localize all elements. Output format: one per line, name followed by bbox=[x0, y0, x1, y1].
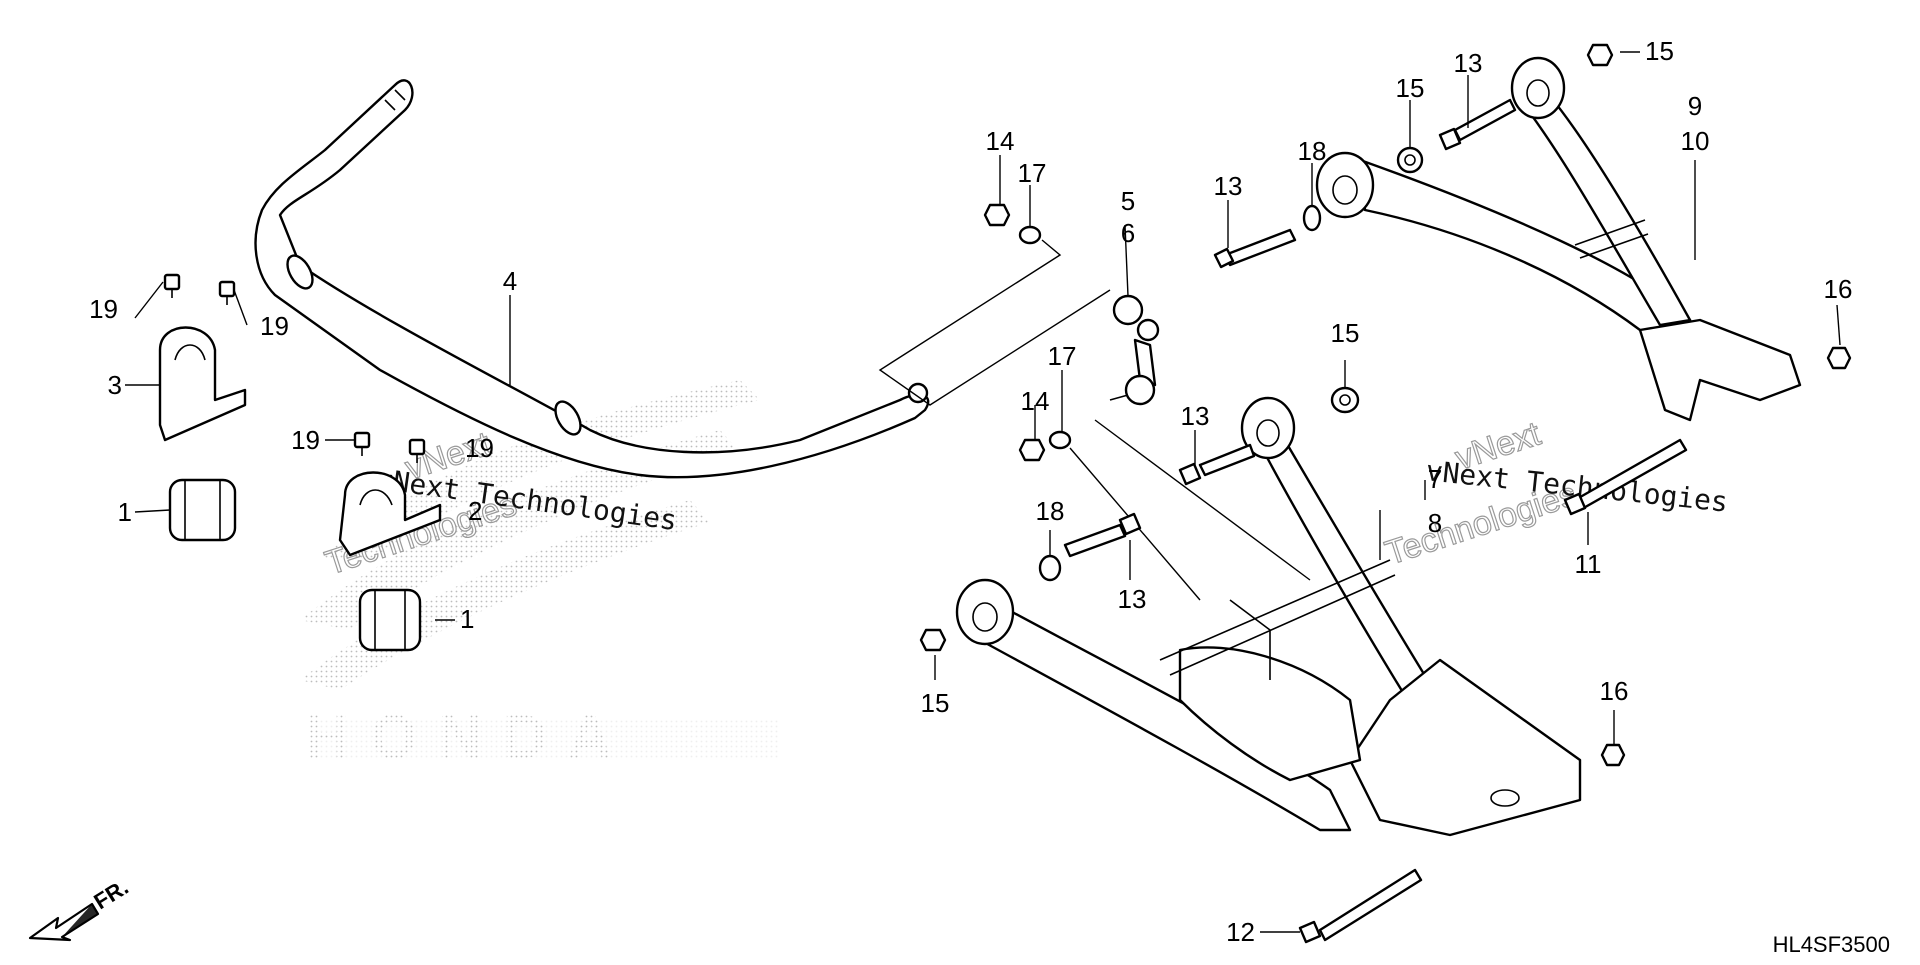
callout-15-a: 15 bbox=[1396, 73, 1425, 103]
bracket-part-2 bbox=[338, 471, 442, 557]
upper-arm-part-9-10 bbox=[1315, 56, 1802, 422]
bolt-part-13-upper-2 bbox=[1438, 98, 1517, 151]
callout-15-b: 15 bbox=[1645, 36, 1674, 66]
callout-19-b: 19 bbox=[260, 311, 289, 341]
bolt-part-19-a bbox=[163, 273, 181, 298]
callout-13-b: 13 bbox=[1454, 48, 1483, 78]
bracket-part-3 bbox=[158, 326, 247, 442]
bolt-part-13-upper-1 bbox=[1213, 228, 1297, 269]
bolt-part-13-lower-2 bbox=[1063, 512, 1142, 558]
callout-4: 4 bbox=[503, 266, 517, 296]
callout-18-b: 18 bbox=[1036, 496, 1065, 526]
honda-watermark-text: HONDA bbox=[305, 703, 632, 772]
assembly-leader-lower-2 bbox=[1094, 419, 1311, 581]
stabilizer-link-part-5-6 bbox=[1109, 294, 1160, 406]
callout-1-b: 1 bbox=[460, 604, 474, 634]
callout-8: 8 bbox=[1428, 508, 1442, 538]
callout-3: 3 bbox=[108, 370, 122, 400]
callout-19-d: 19 bbox=[465, 433, 494, 463]
nut-part-15-upper-2 bbox=[1586, 43, 1614, 67]
stabilizer-bar bbox=[254, 79, 930, 479]
callout-17-b: 17 bbox=[1048, 341, 1077, 371]
nut-part-15-lower-1 bbox=[1330, 386, 1360, 414]
callout-13-c: 13 bbox=[1181, 401, 1210, 431]
bushing-part-1-lower bbox=[358, 588, 422, 652]
callout-19-c: 19 bbox=[291, 425, 320, 455]
bolt-part-19-c bbox=[353, 431, 371, 456]
nut-part-15-lower-2 bbox=[919, 628, 947, 652]
callout-13-a: 13 bbox=[1214, 171, 1243, 201]
callout-14-a: 14 bbox=[986, 126, 1015, 156]
washer-part-18-lower bbox=[1038, 554, 1062, 582]
callout-19-a: 19 bbox=[89, 294, 118, 324]
bolt-part-11 bbox=[1563, 438, 1688, 516]
bolt-part-19-b bbox=[218, 280, 236, 305]
callout-11: 11 bbox=[1575, 549, 1602, 579]
callout-5: 5 bbox=[1121, 186, 1135, 216]
bolt-part-19-d bbox=[408, 438, 426, 463]
callout-13-d: 13 bbox=[1118, 584, 1147, 614]
nut-part-15-upper-1 bbox=[1396, 146, 1424, 174]
callout-12: 12 bbox=[1226, 917, 1255, 947]
front-arrow: FR. bbox=[28, 874, 133, 942]
nut-part-16-lower bbox=[1600, 743, 1626, 767]
nut-part-14-upper bbox=[983, 203, 1011, 227]
callout-15-d: 15 bbox=[921, 688, 950, 718]
callout-2: 2 bbox=[468, 496, 482, 526]
callout-16-b: 16 bbox=[1600, 676, 1629, 706]
leader-lines bbox=[125, 51, 1841, 933]
callout-7: 7 bbox=[1428, 464, 1442, 494]
callout-16-a: 16 bbox=[1824, 274, 1853, 304]
front-label: FR. bbox=[89, 874, 132, 914]
callout-14-b: 14 bbox=[1021, 386, 1050, 416]
callout-6: 6 bbox=[1121, 218, 1135, 248]
assembly-leader-upper bbox=[878, 239, 1111, 406]
callout-18-a: 18 bbox=[1298, 136, 1327, 166]
bolt-part-13-lower-1 bbox=[1178, 443, 1256, 486]
washer-part-18-upper bbox=[1302, 204, 1322, 232]
callout-15-c: 15 bbox=[1331, 318, 1360, 348]
callout-10: 10 bbox=[1681, 126, 1710, 156]
callout-9: 9 bbox=[1688, 91, 1702, 121]
lower-arm-part-7-8 bbox=[955, 396, 1582, 837]
washer-part-17-upper bbox=[1018, 225, 1042, 245]
callout-labels: 19 19 3 1 1 19 19 2 4 14 17 5 6 17 14 13… bbox=[89, 36, 1852, 947]
callout-1-a: 1 bbox=[118, 497, 132, 527]
bushing-part-1-upper bbox=[168, 478, 237, 542]
diagram-code: HL4SF3500 bbox=[1773, 932, 1890, 957]
callout-17-a: 17 bbox=[1018, 158, 1047, 188]
bolt-part-12 bbox=[1298, 868, 1423, 944]
nut-part-16-upper bbox=[1826, 346, 1852, 370]
nut-part-14-lower bbox=[1018, 438, 1046, 462]
washer-part-17-lower bbox=[1048, 430, 1072, 450]
